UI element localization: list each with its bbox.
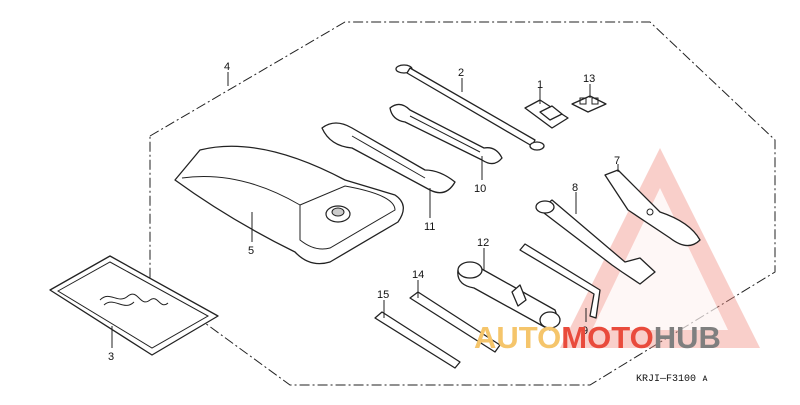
part-9-hex-key	[519, 243, 601, 319]
callout-7: 7	[614, 155, 620, 167]
callout-8: 8	[572, 182, 578, 194]
part-10-open-end-wrench	[389, 103, 503, 165]
watermark-logo: AUTOMOTOHUB	[474, 320, 721, 355]
callout-2: 2	[458, 67, 464, 79]
callout-9: 9	[582, 325, 588, 337]
callout-1: 1	[537, 79, 543, 91]
callout-13: 13	[583, 73, 595, 85]
callout-4: 4	[224, 61, 230, 73]
part-1-fuse-clip	[524, 99, 569, 129]
part-11-open-end-wrench	[321, 122, 456, 194]
part-7-pin-spanner	[604, 169, 701, 247]
watermark-hub: HUB	[654, 320, 721, 355]
part-13-fuse-set	[571, 95, 607, 113]
callout-5: 5	[248, 245, 254, 257]
callout-11: 11	[424, 221, 435, 233]
callout-3: 3	[108, 351, 114, 363]
part-8-box-socket-wrench	[535, 199, 656, 285]
callout-15: 15	[377, 289, 389, 301]
callout-12: 12	[477, 237, 489, 249]
callout-14: 14	[412, 269, 424, 281]
part-14-screwdriver	[409, 291, 501, 353]
part-2-extension-handle	[395, 64, 545, 151]
callout-10: 10	[474, 183, 486, 195]
part-15-screwdriver-handle	[374, 311, 461, 369]
part-12-spark-plug-wrench	[457, 261, 561, 331]
part-5-tool-bag	[174, 145, 404, 265]
watermark-triangle	[560, 148, 760, 348]
part-3-manual-card	[49, 255, 219, 356]
watermark-auto: AUTO	[474, 320, 561, 355]
watermark-moto: MOTO	[561, 320, 653, 355]
diagram-reference-code: KRJI—F3100 ᴀ	[636, 374, 708, 385]
